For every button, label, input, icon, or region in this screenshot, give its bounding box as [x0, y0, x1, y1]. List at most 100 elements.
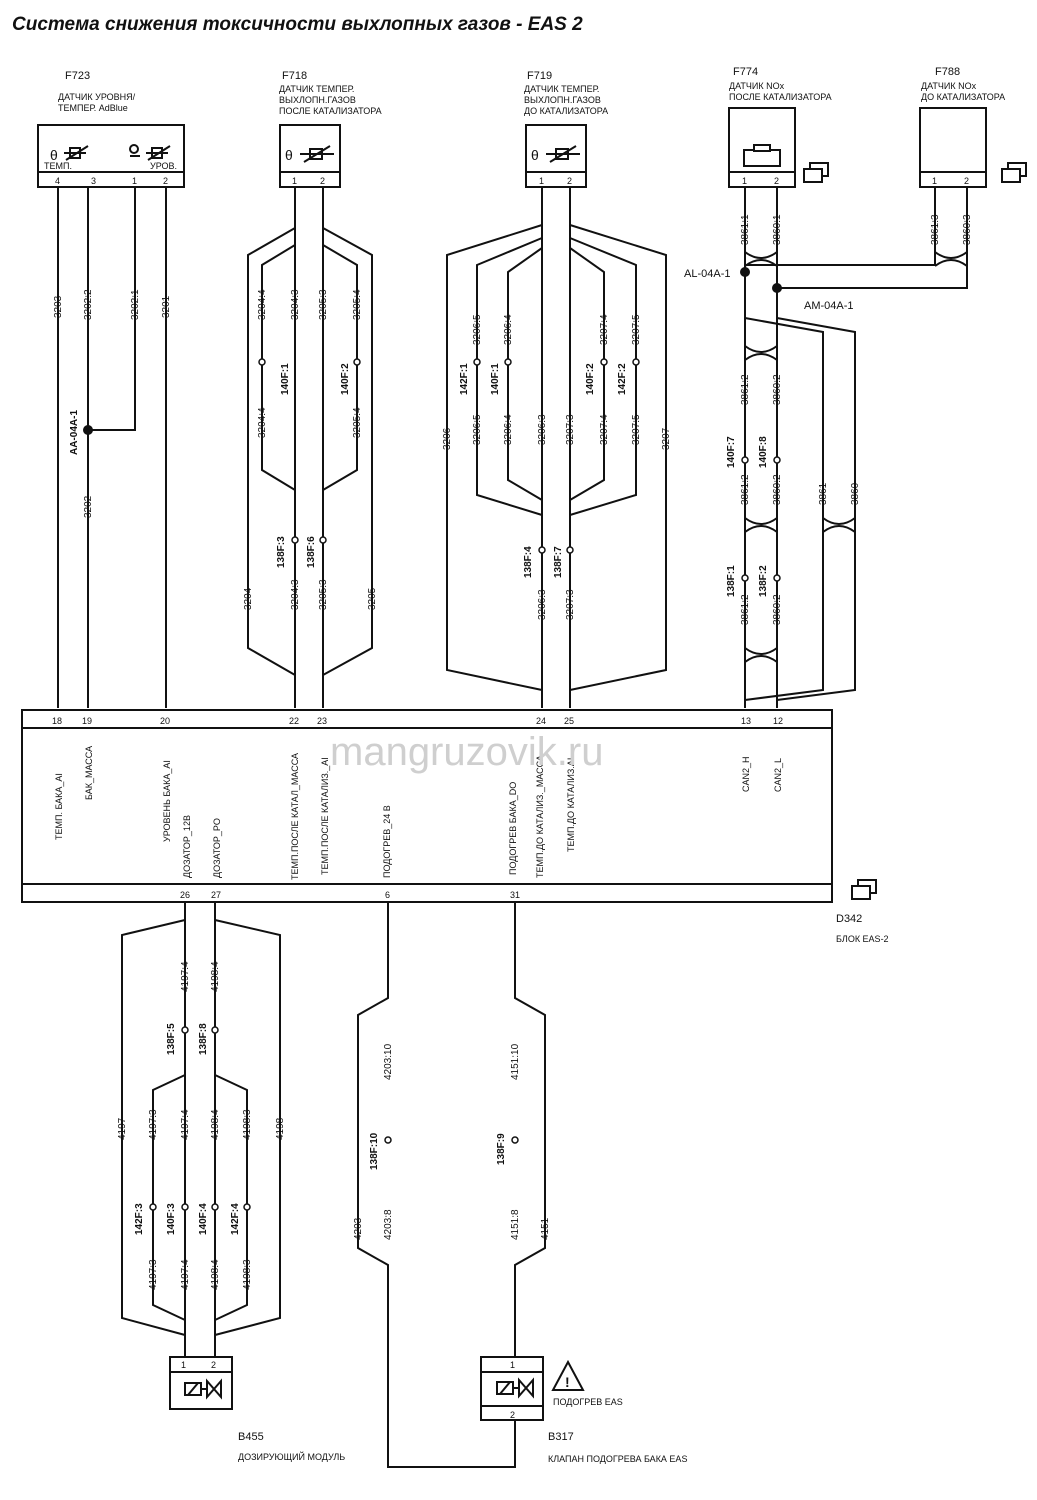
- ecu-signal: ТЕМП.ПОСЛЕ КАТАЛ_МАССА: [290, 753, 300, 880]
- connector-label: 140F:8: [758, 436, 769, 468]
- f723-level-label: УРОВ.: [150, 161, 177, 171]
- wire-label: 3206:5: [472, 314, 483, 345]
- wire-label: 3860:3: [962, 214, 973, 245]
- ecu-signal: ТЕМП.ДО КАТАЛИЗ.AI: [566, 758, 576, 852]
- f774-code: F774: [733, 66, 758, 78]
- wire-label: 3204:4: [257, 289, 268, 320]
- f718-pin: 1: [292, 176, 297, 186]
- ecu-signal: ДОЗАТОР_12В: [182, 815, 192, 878]
- f719-desc-3: ДО КАТАЛИЗАТОРА: [524, 106, 608, 116]
- ecu-signal: CAN2_L: [773, 758, 783, 792]
- f788-pin: 1: [932, 176, 937, 186]
- wire-label: 3203: [53, 295, 64, 318]
- ecu-pin-bottom: 26: [180, 890, 190, 900]
- wire-label: 3861:2: [740, 374, 751, 405]
- wire-label: 4197:4: [180, 1259, 191, 1290]
- wire-label: 3207:4: [599, 314, 610, 345]
- f723-temp-label: ТЕМП.: [44, 161, 72, 171]
- wire-label: 4151: [540, 1217, 551, 1240]
- component-b455: 1 2 B455 ДОЗИРУЮЩИЙ МОДУЛЬ: [169, 1356, 345, 1462]
- ecu-pin-top: 18: [52, 716, 62, 726]
- wire-label: 3205:4: [352, 407, 363, 438]
- wire-label: 3205:3: [318, 579, 329, 610]
- wire-label: 3860:2: [772, 474, 783, 505]
- thermistor-icon: [300, 145, 334, 163]
- f788-desc-1: ДАТЧИК NOx: [921, 81, 977, 91]
- level-float-icon: [129, 144, 139, 154]
- connector-ref-icon: [1001, 162, 1027, 183]
- thermistor-icon: [546, 145, 580, 163]
- f788-code: F788: [935, 66, 960, 78]
- f723-pin: 4: [55, 176, 60, 186]
- d342-code: D342: [836, 913, 862, 925]
- wire-label: 3861:2: [740, 474, 751, 505]
- f718-code: F718: [282, 70, 307, 82]
- connector-label: 138F:3: [276, 536, 287, 568]
- connector-label: 140F:7: [726, 436, 737, 468]
- wire-label: 4197: [117, 1117, 128, 1140]
- connector-label: 138F:7: [553, 546, 564, 578]
- component-b317: 1 2 ! ПОДОГРЕВ EAS B317 КЛАПАН ПОДОГРЕВА…: [480, 1356, 687, 1464]
- wire-paths: [57, 188, 968, 1468]
- f774-desc-2: ПОСЛЕ КАТАЛИЗАТОРА: [729, 92, 832, 102]
- theta-sensor-icon: θ: [285, 147, 293, 163]
- f788-desc-2: ДО КАТАЛИЗАТОРА: [921, 92, 1005, 102]
- connector-label: 138F:10: [369, 1132, 380, 1170]
- wire-label: 3206:5: [472, 414, 483, 445]
- f774-pin: 1: [742, 176, 747, 186]
- warning-icon: !: [551, 1359, 585, 1391]
- connector-ref-icon: [803, 162, 829, 183]
- splice-aa04a1-dot: [83, 425, 93, 435]
- wire-label: 3204:3: [290, 579, 301, 610]
- b317-pin: 2: [510, 1410, 515, 1420]
- b317-desc: КЛАПАН ПОДОГРЕВА БАКА EAS: [548, 1454, 687, 1464]
- connector-label: 138F:5: [166, 1023, 177, 1055]
- wire-label: 3860:2: [772, 374, 783, 405]
- connector-label: 140F:4: [198, 1203, 209, 1235]
- wire-label: 3207:3: [565, 589, 576, 620]
- connector-ref-icon: [851, 879, 877, 900]
- f723-desc-1: ДАТЧИК УРОВНЯ/: [58, 92, 136, 102]
- wire-label: 3206:4: [503, 414, 514, 445]
- wire-label: 3861:3: [930, 214, 941, 245]
- ecu-pin-top: 25: [564, 716, 574, 726]
- heater-valve-icon: [496, 1377, 534, 1399]
- splice-am04a1-label: AM-04A-1: [804, 300, 854, 312]
- connector-points: [149, 358, 781, 1211]
- f718-desc-3: ПОСЛЕ КАТАЛИЗАТОРА: [279, 106, 382, 116]
- ecu-signal: БАК_МАССА: [84, 746, 94, 800]
- ecu-pin-bottom: 31: [510, 890, 520, 900]
- ecu-pin-top: 22: [289, 716, 299, 726]
- theta-sensor-icon: θ: [50, 147, 58, 163]
- wire-label: 3861: [818, 482, 829, 505]
- splice-aa04a1-label: AA-04A-1: [69, 410, 80, 455]
- f718-desc-1: ДАТЧИК ТЕМПЕР.: [279, 84, 354, 94]
- ecu-signal: ТЕМП.ДО КАТАЛИЗ._МАССА: [535, 755, 545, 878]
- wire-label: 4198:4: [210, 1109, 221, 1140]
- ecu-d342: 18 19 20 22 23 24 25 13 12 ТЕМП. БАКА_AI…: [21, 709, 889, 944]
- b455-code: B455: [238, 1431, 264, 1443]
- f719-desc-1: ДАТЧИК ТЕМПЕР.: [524, 84, 599, 94]
- wire-label: 3207:5: [631, 414, 642, 445]
- theta-sensor-icon: θ: [531, 147, 539, 163]
- f718-pin: 2: [320, 176, 325, 186]
- nox-sensor-icon: [743, 149, 781, 167]
- wire-label: 3206:4: [503, 314, 514, 345]
- connector-label: 142F:4: [230, 1203, 241, 1235]
- connector-label: 142F:2: [617, 363, 628, 395]
- f723-desc-2: ТЕМПЕР. AdBlue: [58, 103, 128, 113]
- component-f723: F723 ДАТЧИК УРОВНЯ/ ТЕМПЕР. AdBlue θ ТЕМ…: [37, 70, 185, 188]
- wire-label: 3207:3: [565, 414, 576, 445]
- svg-text:!: !: [565, 1374, 570, 1390]
- ecu-pin-bottom: 6: [385, 890, 390, 900]
- b455-desc: ДОЗИРУЮЩИЙ МОДУЛЬ: [238, 1451, 345, 1462]
- component-f774: F774 ДАТЧИК NOx ПОСЛЕ КАТАЛИЗАТОРА 1 2: [728, 66, 832, 188]
- wire-label: 3202: [83, 495, 94, 518]
- connector-label: 138F:8: [198, 1023, 209, 1055]
- connector-label: 138F:2: [758, 565, 769, 597]
- wire-label: 4151:8: [510, 1209, 521, 1240]
- wire-label: 3207:5: [631, 314, 642, 345]
- wire-label: 3207:4: [599, 414, 610, 445]
- wire-label: 3204: [243, 587, 254, 610]
- connector-label: 140F:1: [280, 363, 291, 395]
